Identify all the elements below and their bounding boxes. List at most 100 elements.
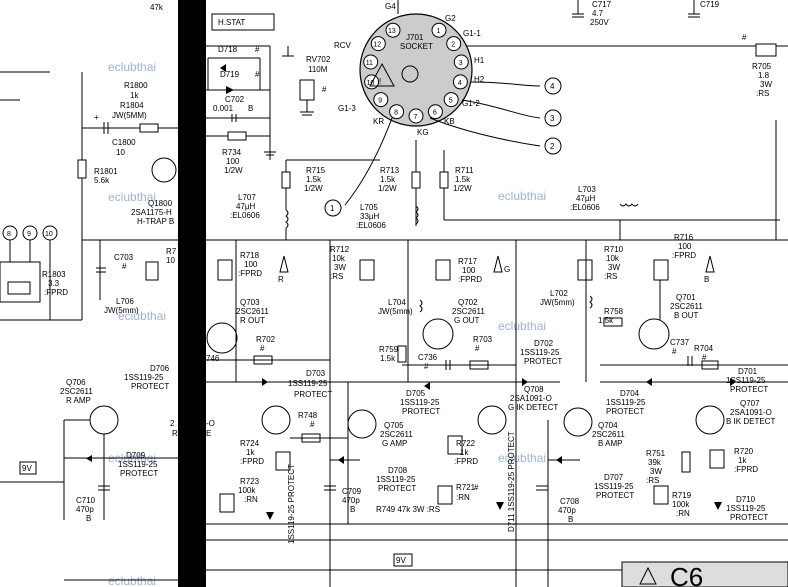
l705-ref: L705 <box>360 203 378 212</box>
c702-ref: C702 <box>225 95 245 104</box>
q706-part: 2SC2611 <box>60 387 93 396</box>
l703-ref: L703 <box>578 185 596 194</box>
d710-diode <box>714 502 722 510</box>
r1803-type: :FPRD <box>44 288 68 297</box>
d703-part: 1SS119-25 <box>288 379 328 388</box>
r751-resistor <box>681 451 691 473</box>
l707-inductor <box>285 209 289 229</box>
socket-pin-5 <box>443 92 459 108</box>
r723-resistor <box>219 493 235 513</box>
r702-ref: R702 <box>256 335 276 344</box>
rv702-ref: RV702 <box>306 55 331 64</box>
l705-type: :EL0606 <box>356 221 386 230</box>
top-left-value: 47k <box>150 3 164 12</box>
d706-part: 1SS119-25 <box>124 373 164 382</box>
r704-ref: R704 <box>694 344 714 353</box>
c702-type: B <box>248 104 253 113</box>
q706-ref: Q706 <box>66 378 86 387</box>
left-section: 47k R1800 1k R1804 JW(5MM) + C1800 10 R1… <box>0 3 178 581</box>
d706-ref: D706 <box>150 364 170 373</box>
watermark: eclubthai <box>498 189 546 203</box>
r703-ref: R703 <box>473 335 493 344</box>
r746-partial: 746 <box>206 354 220 363</box>
r715-value: 1.5k <box>306 175 322 184</box>
c717-ref: C717 <box>592 0 612 9</box>
socket-pin-label: 10 <box>367 80 375 87</box>
q705-transistor <box>347 409 377 439</box>
r721-hash: # <box>474 483 479 492</box>
r711-value: 1.5k <box>455 175 471 184</box>
r713-value: 1.5k <box>380 175 396 184</box>
d719-hash: # <box>255 70 260 79</box>
r724-value: 1k <box>246 448 255 457</box>
r713-ref: R713 <box>380 166 400 175</box>
pin-label-g1-2: G1-2 <box>462 99 480 108</box>
r759-ref: R759 <box>379 345 399 354</box>
d719-diode <box>220 64 226 72</box>
d712-label: 1SS119-25 PROTECT <box>287 464 296 544</box>
d711-label-a: D711 1SS119-25 PROTECT <box>507 431 516 532</box>
q708-function: G IK DETECT <box>508 403 558 412</box>
q705-left-transistor <box>261 405 291 435</box>
d703-function: PROTECT <box>294 390 332 399</box>
d710-ref: D710 <box>736 495 756 504</box>
r759-resistor <box>397 345 407 363</box>
d719-ref: D719 <box>220 70 240 79</box>
pin-label-g1-1: G1-1 <box>463 29 481 38</box>
q704-part: 2SC2611 <box>592 430 625 439</box>
r705-resistor <box>755 43 777 57</box>
d708-function: PROTECT <box>378 484 416 493</box>
r758-value: 1.5k <box>598 316 614 325</box>
r751-power: 3W <box>650 467 662 476</box>
socket-pin-label: 7 <box>414 114 418 121</box>
scan-edge-bar <box>178 0 206 587</box>
r722-resistor <box>447 435 463 455</box>
arrow-label-2: 2 <box>550 142 555 151</box>
d704-function: PROTECT <box>606 407 644 416</box>
d703-ref: D703 <box>306 369 326 378</box>
r712-resistor <box>359 259 375 281</box>
r704-hash: # <box>702 353 707 362</box>
d707-function: PROTECT <box>596 491 634 500</box>
r712-type: :RS <box>330 272 343 281</box>
l704-value: JW(5mm) <box>378 307 413 316</box>
main-section: H.STAT D718 # D719 # C702 0.001 B R734 1… <box>206 0 788 587</box>
c710-ref: C710 <box>76 496 96 505</box>
d710-function: PROTECT <box>730 513 768 522</box>
r719-value: 100k <box>672 500 690 509</box>
r718-ref: R718 <box>240 251 260 260</box>
c710-value: 470p <box>76 505 94 514</box>
q706-transistor <box>89 405 119 435</box>
q702-transistor <box>422 318 454 350</box>
socket-pin-13 <box>385 22 401 38</box>
d702-function: PROTECT <box>524 357 562 366</box>
r-partial: R <box>172 429 178 438</box>
r722-type: :FPRD <box>454 457 478 466</box>
r748-hash: # <box>310 420 315 429</box>
l703-type: :EL0606 <box>570 203 600 212</box>
socket-pin-label: 8 <box>394 110 398 117</box>
r734-value: 100 <box>226 157 240 166</box>
c719-ref: C719 <box>700 0 720 9</box>
r721-resistor <box>437 485 453 505</box>
d718-hash: # <box>255 45 260 54</box>
q1800-transistor <box>151 157 177 183</box>
c708-value: 470p <box>558 506 576 515</box>
c702-value: 0.001 <box>213 104 234 113</box>
r723-value: 100k <box>238 486 256 495</box>
d709-ref: D709 <box>126 451 146 460</box>
r719-ref: R719 <box>672 491 692 500</box>
d703-diode <box>262 378 268 386</box>
socket-pin-label: 2 <box>451 42 455 49</box>
c709-ref: C709 <box>342 487 362 496</box>
d711-diode <box>496 502 504 510</box>
q1800-part: 2SA1175-H <box>131 208 172 217</box>
watermark: eclubthai <box>498 451 546 465</box>
c736-hash: # <box>424 362 429 371</box>
q701-function: B OUT <box>674 311 699 320</box>
r711-ref: R711 <box>455 166 474 175</box>
l706-ref: L706 <box>116 297 134 306</box>
d707-part: 1SS119-25 <box>594 482 634 491</box>
